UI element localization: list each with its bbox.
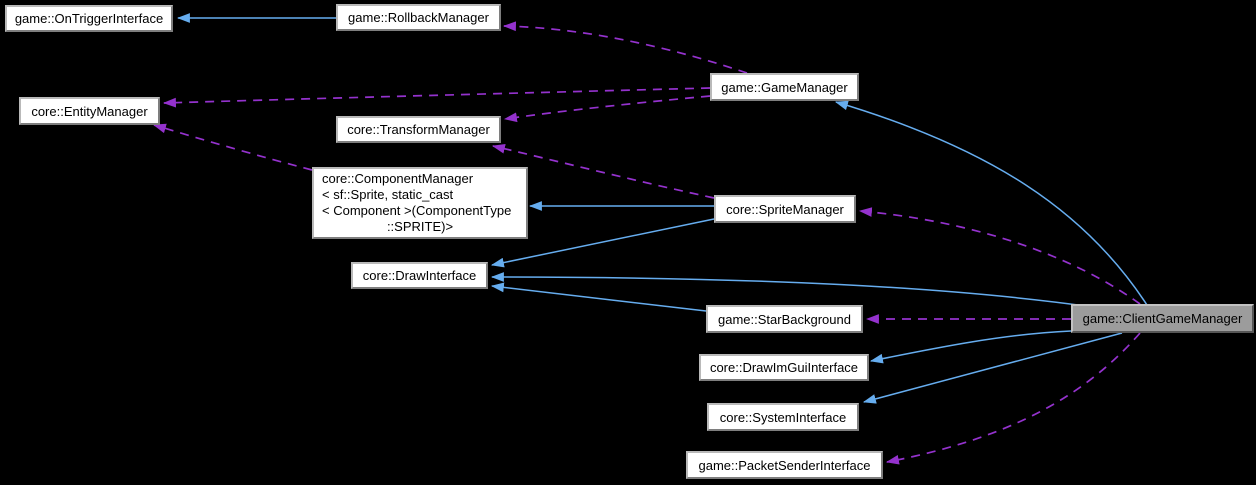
edge-starbackground-to-drawinterface [490, 282, 707, 312]
node-label: core::EntityManager [31, 103, 148, 119]
edge-componentmanager-uses-entitymanager [152, 123, 313, 171]
node-label: game::ClientGameManager [1082, 311, 1243, 326]
node-game-clientgamemanager-current: game::ClientGameManager [1071, 304, 1254, 333]
edge-clientgamemanager-to-systeminterface [862, 332, 1123, 404]
node-core-drawimguiinterface[interactable]: core::DrawImGuiInterface [699, 354, 869, 381]
node-label: game::RollbackManager [348, 10, 489, 25]
node-label: core::SpriteManager [726, 201, 844, 217]
node-label: core::DrawImGuiInterface [709, 360, 859, 375]
node-game-gamemanager[interactable]: game::GameManager [710, 73, 859, 101]
edge-clientgamemanager-uses-spritemanager [858, 207, 1141, 305]
node-core-entitymanager[interactable]: core::EntityManager [19, 97, 160, 125]
node-label: game::StarBackground [718, 311, 851, 327]
node-label: game::OnTriggerInterface [14, 11, 164, 26]
edge-clientgamemanager-to-drawimguiinterface [869, 330, 1072, 364]
node-core-transformmanager[interactable]: core::TransformManager [336, 116, 501, 143]
edge-spritemanager-uses-transformmanager [491, 143, 715, 199]
edge-gamemanager-uses-entitymanager [162, 87, 711, 108]
node-label: core::DrawInterface [362, 268, 477, 283]
edge-clientgamemanager-to-drawinterface [490, 272, 1094, 308]
node-core-spritemanager[interactable]: core::SpriteManager [714, 195, 856, 223]
node-label-line: ::SPRITE)> [386, 219, 454, 234]
edge-gamemanager-uses-transformmanager [503, 95, 711, 123]
node-core-systeminterface[interactable]: core::SystemInterface [707, 403, 859, 431]
node-label-line: < Component >(ComponentType [322, 203, 512, 218]
node-core-drawinterface[interactable]: core::DrawInterface [351, 262, 488, 289]
node-game-starbackground[interactable]: game::StarBackground [706, 305, 863, 333]
node-label-line: core::ComponentManager [322, 171, 474, 186]
edge-spritemanager-to-drawinterface [490, 218, 715, 268]
node-game-packetsenderinterface[interactable]: game::PacketSenderInterface [686, 451, 883, 479]
edge-gamemanager-uses-rollbackmanager [502, 21, 748, 74]
node-label: game::PacketSenderInterface [698, 457, 871, 473]
node-core-componentmanager-sprite[interactable]: core::ComponentManager < sf::Sprite, sta… [312, 167, 528, 239]
node-label-line: < sf::Sprite, static_cast [322, 187, 454, 202]
node-label: game::GameManager [721, 79, 848, 95]
edge-clientgamemanager-uses-packetsenderinterface [885, 332, 1141, 465]
node-label: core::TransformManager [347, 122, 490, 137]
node-game-rollbackmanager[interactable]: game::RollbackManager [336, 4, 501, 31]
node-game-ontriggerinterface[interactable]: game::OnTriggerInterface [5, 5, 173, 32]
node-label: core::SystemInterface [719, 409, 847, 425]
edge-clientgamemanager-to-gamemanager [834, 100, 1148, 306]
